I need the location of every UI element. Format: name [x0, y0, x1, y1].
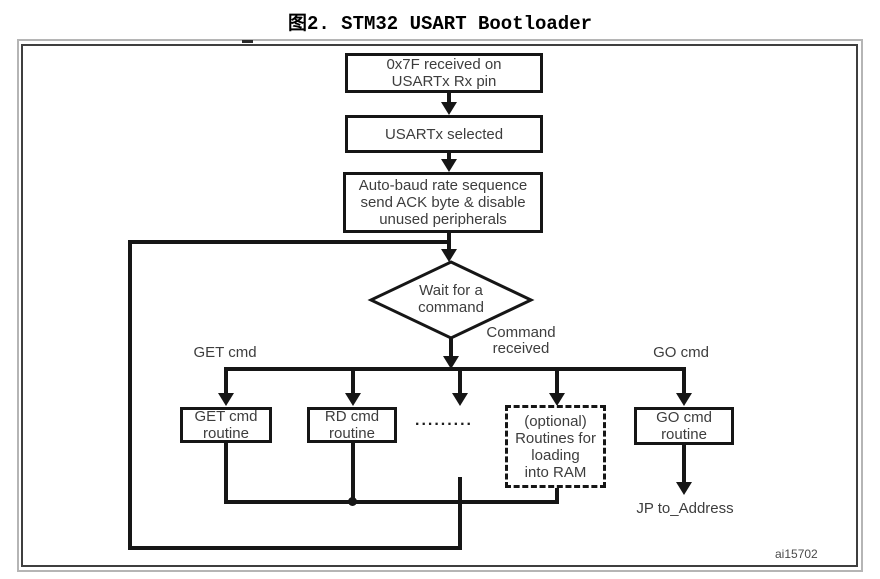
arrowhead-down-icon — [441, 159, 457, 172]
collector-line — [224, 500, 559, 504]
connector-line — [447, 153, 451, 161]
collector-line — [351, 442, 355, 504]
connector-line — [447, 93, 451, 105]
edge-label-go-cmd: GO cmd — [653, 344, 709, 361]
decision-diamond — [367, 260, 535, 340]
connector-line — [458, 369, 462, 394]
arrowhead-down-icon — [441, 102, 457, 115]
connector-line — [555, 369, 559, 394]
collector-line — [555, 485, 559, 502]
collector-line — [224, 442, 228, 504]
label-jp-to-address: JP to_Address — [636, 500, 734, 517]
node-get-routine: GET cmd routine — [180, 407, 272, 443]
node-go-routine: GO cmd routine — [634, 407, 734, 445]
more-routines-dots: ......... — [414, 412, 474, 429]
node-optional-ram-routines: (optional) Routines for loading into RAM — [505, 405, 606, 488]
edge-label-get-cmd: GET cmd — [193, 344, 257, 361]
loopback-line — [128, 546, 462, 550]
connector-line — [682, 445, 686, 483]
edge-label-command-received: Command received — [486, 324, 556, 357]
connector-line — [682, 369, 686, 394]
arrowhead-down-icon — [549, 393, 565, 406]
node-rd-routine: RD cmd routine — [307, 407, 397, 443]
connector-line — [351, 369, 355, 394]
figure-title: 图2. STM32 USART Bootloader — [287, 13, 593, 35]
loopback-line — [128, 240, 132, 550]
arrowhead-down-icon — [443, 356, 459, 369]
decision-label: Wait for a command — [418, 282, 484, 316]
loopback-line — [128, 240, 451, 244]
arrowhead-down-icon — [345, 393, 361, 406]
border-tick — [242, 40, 253, 43]
arrowhead-down-icon — [218, 393, 234, 406]
connector-line — [449, 338, 453, 357]
arrowhead-down-icon — [676, 393, 692, 406]
branch-line — [224, 367, 686, 371]
node-usart-selected: USARTx selected — [345, 115, 543, 153]
loopback-line — [458, 477, 462, 550]
figure-frame-outer — [17, 39, 863, 572]
arrowhead-down-icon — [676, 482, 692, 495]
figure-watermark: ai15702 — [775, 547, 818, 561]
arrowhead-down-icon — [441, 249, 457, 262]
node-autobaud: Auto-baud rate sequence send ACK byte & … — [343, 172, 543, 233]
junction-dot — [348, 497, 357, 506]
connector-line — [224, 369, 228, 394]
node-start: 0x7F received on USARTx Rx pin — [345, 53, 543, 93]
arrowhead-down-icon — [452, 393, 468, 406]
